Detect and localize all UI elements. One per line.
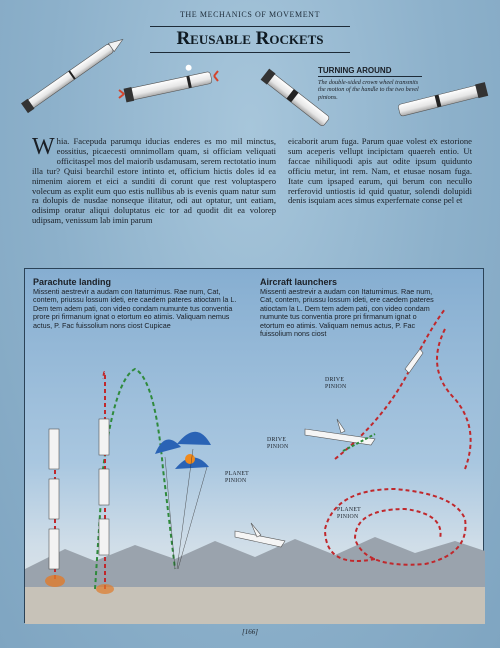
drop-cap: W <box>32 134 55 160</box>
label-planet-pinion-left: PLANET PINION <box>225 471 249 484</box>
page-title: Reusable Rockets <box>150 26 350 53</box>
ground <box>25 587 485 624</box>
spaceplane <box>404 348 424 374</box>
running-title: THE MECHANICS OF MOVEMENT <box>179 10 321 19</box>
parachute-green-path <box>94 367 176 590</box>
intro-column-2: eicaborit arum fuga. Parum quae volest e… <box>288 136 472 206</box>
aircraft-red-path-down <box>436 328 472 470</box>
parachute-rockets <box>48 418 110 570</box>
parachute-landing-section: Parachute landing Missenti aestrevir a a… <box>33 277 238 330</box>
turning-around-heading: TURNING AROUND <box>318 66 422 77</box>
landing-flame <box>96 584 114 594</box>
parachute-lines <box>164 448 208 570</box>
parachute-landing-heading: Parachute landing <box>33 277 112 287</box>
rocket-4 <box>398 82 489 117</box>
carrier-aircraft-flying <box>304 418 376 446</box>
aircraft-red-path-up <box>334 308 446 460</box>
red-arrow-left <box>118 89 125 99</box>
launch-flame <box>45 575 65 587</box>
parachute-red-path <box>102 371 106 589</box>
parachute-landing-body: Missenti aestrevir a audam con Itaturnim… <box>33 287 237 330</box>
illustration-panel: Parachute landing Missenti aestrevir a a… <box>24 268 485 624</box>
aircraft-launchers-section: Aircraft launchers Missenti aestrevir a … <box>260 277 440 338</box>
label-planet-pinion-right: PLANET PINION <box>337 507 361 520</box>
intro-column-1-text: hia. Facepuda parumqu iducias enderes es… <box>32 136 276 226</box>
label-drive-pinion-1: DRIVE PINION <box>325 377 347 390</box>
launch-landing-illustration <box>25 308 485 624</box>
parachute-canopies <box>155 431 211 469</box>
label-drive-pinion-2: DRIVE PINION <box>267 437 289 450</box>
turning-around-note: TURNING AROUND The double-sided crown wh… <box>318 66 422 101</box>
carrier-aircraft-ground <box>234 522 286 548</box>
rocket-3 <box>260 68 330 126</box>
red-arrow-right <box>213 70 219 82</box>
rocket-1 <box>21 38 124 114</box>
turning-around-body: The double-sided crown wheel transmits t… <box>318 79 419 101</box>
rocket-2 <box>123 64 213 103</box>
page-number: [166] <box>242 628 258 636</box>
aircraft-launchers-body: Missenti aestrevir a audam con Itaturnim… <box>260 287 434 339</box>
top-rocket-illustrations <box>21 38 489 140</box>
green-launch-line <box>342 433 376 452</box>
aircraft-red-path <box>323 487 467 566</box>
aircraft-launchers-heading: Aircraft launchers <box>260 277 338 287</box>
